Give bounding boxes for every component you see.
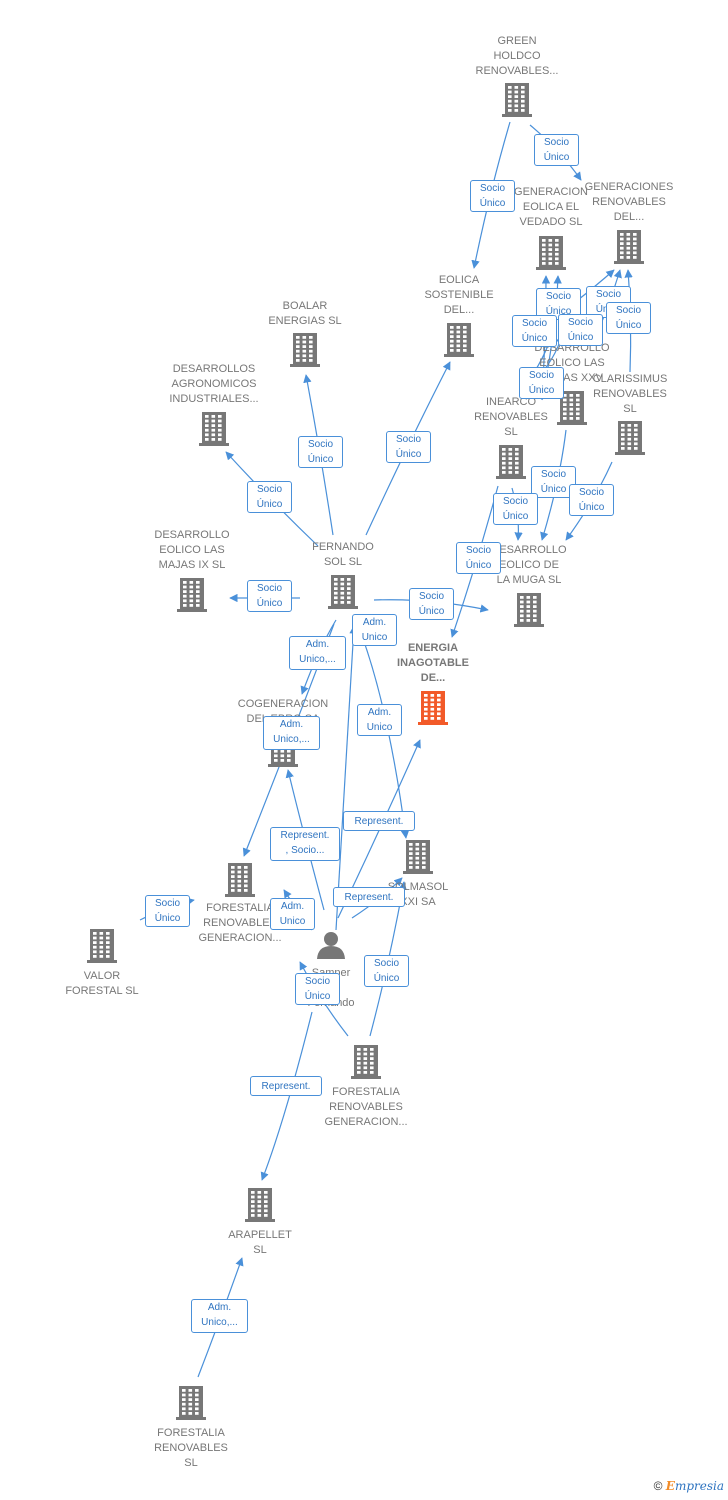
edge-relation-label[interactable]: Adm. Unico,... xyxy=(289,636,346,670)
edge-relation-label[interactable]: Represent. , Socio... xyxy=(270,827,340,861)
building-icon[interactable] xyxy=(502,83,532,117)
building-icon[interactable] xyxy=(177,578,207,612)
building-icon[interactable] xyxy=(444,323,474,357)
copyright-symbol: © xyxy=(653,1479,663,1493)
building-icon[interactable] xyxy=(225,863,255,897)
edge-relation-label[interactable]: Represent. xyxy=(343,811,415,831)
edge-relation-label[interactable]: Represent. xyxy=(333,887,405,907)
building-icon[interactable] xyxy=(176,1386,206,1420)
edge-relation-label[interactable]: Socio Único xyxy=(247,481,292,513)
building-icon[interactable] xyxy=(496,445,526,479)
edge-line xyxy=(335,625,358,931)
edge-relation-label[interactable]: Socio Único xyxy=(409,588,454,620)
edge-relation-label[interactable]: Adm. Unico,... xyxy=(263,716,320,750)
edge-relation-label[interactable]: Socio Único xyxy=(456,542,501,574)
empresia-logo: Empresia xyxy=(665,1479,724,1493)
footer-brand: © Empresia xyxy=(654,1479,724,1493)
building-icon[interactable] xyxy=(403,840,433,874)
edge-relation-label[interactable]: Socio Único xyxy=(519,367,564,399)
edge-relation-label[interactable]: Socio Único xyxy=(512,315,557,347)
building-icon[interactable] xyxy=(245,1188,275,1222)
building-icon[interactable] xyxy=(536,236,566,270)
building-icon[interactable] xyxy=(290,333,320,367)
edge-relation-label[interactable]: Socio Único xyxy=(558,314,603,346)
edge-relation-label[interactable]: Socio Único xyxy=(364,955,409,987)
building-icon[interactable] xyxy=(328,575,358,609)
edge-relation-label[interactable]: Socio Único xyxy=(531,466,576,498)
edge-relation-label[interactable]: Adm. Unico xyxy=(352,614,397,646)
edge-relation-label[interactable]: Socio Único xyxy=(295,973,340,1005)
building-icon[interactable] xyxy=(514,593,544,627)
edge-relation-label[interactable]: Adm. Unico xyxy=(270,898,315,930)
person-icon[interactable] xyxy=(317,932,345,959)
building-icon[interactable] xyxy=(87,929,117,963)
building-icon[interactable] xyxy=(199,412,229,446)
edge-relation-label[interactable]: Socio Único xyxy=(145,895,190,927)
edge-relation-label[interactable]: Represent. xyxy=(250,1076,322,1096)
edge-relation-label[interactable]: Socio Único xyxy=(247,580,292,612)
building-icon[interactable] xyxy=(614,230,644,264)
building-icon[interactable] xyxy=(615,421,645,455)
building-icon[interactable] xyxy=(351,1045,381,1079)
edge-relation-label[interactable]: Socio Único xyxy=(569,484,614,516)
edge-relation-label[interactable]: Socio Único xyxy=(386,431,431,463)
edge-line xyxy=(260,1011,313,1181)
edge-relation-label[interactable]: Socio Único xyxy=(470,180,515,212)
edge-relation-label[interactable]: Adm. Unico xyxy=(357,704,402,736)
edge-relation-label[interactable]: Socio Único xyxy=(606,302,651,334)
edge-relation-label[interactable]: Socio Único xyxy=(534,134,579,166)
edge-relation-label[interactable]: Socio Único xyxy=(298,436,343,468)
edge-relation-label[interactable]: Socio Único xyxy=(493,493,538,525)
nodes-layer xyxy=(87,83,645,1420)
edge-relation-label[interactable]: Adm. Unico,... xyxy=(191,1299,248,1333)
building-icon[interactable] xyxy=(557,391,587,425)
building-icon[interactable] xyxy=(418,691,448,725)
